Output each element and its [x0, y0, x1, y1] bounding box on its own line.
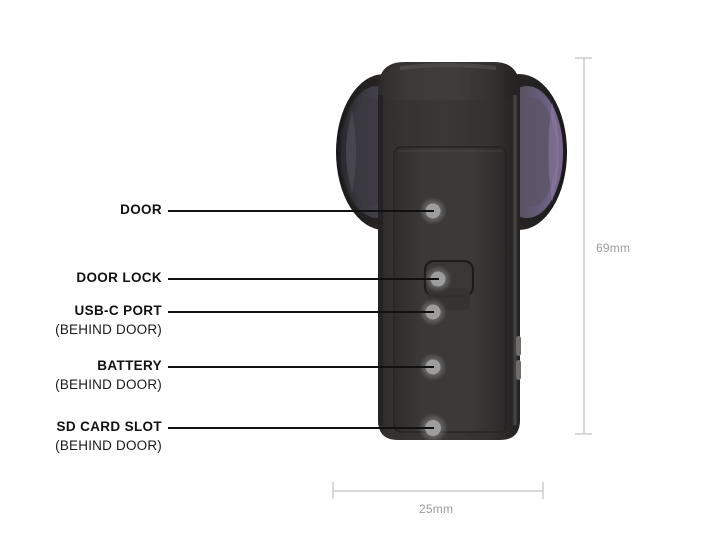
leader-line-door — [168, 210, 434, 212]
height-dimension-cap-bottom — [575, 433, 592, 435]
height-dimension-line — [583, 57, 585, 435]
callout-battery-label: BATTERY — [97, 358, 162, 373]
callout-battery: BATTERY (BEHIND DOOR) — [0, 359, 162, 391]
leader-line-door-lock — [168, 278, 439, 280]
leader-line-sd-card-slot — [168, 427, 434, 429]
callout-usb-c-port: USB-C PORT (BEHIND DOOR) — [0, 304, 162, 336]
callout-usb-c-port-label: USB-C PORT — [74, 303, 162, 318]
width-dimension-label: 25mm — [419, 502, 454, 516]
side-buttons — [516, 336, 521, 380]
callout-sd-card-slot-sublabel: (BEHIND DOOR) — [55, 437, 162, 453]
width-dimension-line — [332, 490, 544, 492]
height-dimension-label: 69mm — [596, 241, 631, 255]
callout-usb-c-port-sublabel: (BEHIND DOOR) — [55, 321, 162, 337]
callout-sd-card-slot-label: SD CARD SLOT — [56, 419, 162, 434]
callout-sd-card-slot: SD CARD SLOT (BEHIND DOOR) — [0, 420, 162, 452]
callout-battery-sublabel: (BEHIND DOOR) — [55, 376, 162, 392]
callout-door-lock: DOOR LOCK — [0, 271, 162, 285]
width-dimension-cap-right — [542, 482, 544, 499]
leader-line-usb-c-port — [168, 311, 434, 313]
leader-line-battery — [168, 366, 434, 368]
callout-door: DOOR — [0, 203, 162, 217]
callout-door-lock-label: DOOR LOCK — [76, 270, 162, 285]
callout-door-label: DOOR — [120, 202, 162, 217]
